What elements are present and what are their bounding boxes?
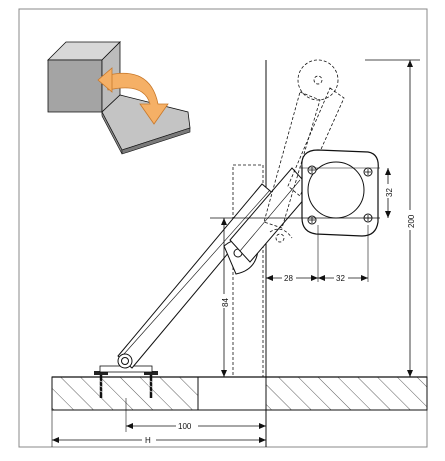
dimension-100: 100 (125, 398, 266, 432)
dimension-200: 200 (403, 60, 417, 377)
dimension-H: H (51, 410, 266, 447)
mounting-screw-right (144, 371, 158, 398)
dimension-200-label: 200 (407, 214, 416, 228)
dimension-84-label: 84 (221, 298, 230, 307)
dimension-32-vertical-label: 32 (385, 188, 394, 197)
dimension-84: 84 (217, 218, 231, 377)
drawing-frame (18, 8, 428, 448)
mounting-screw-left (94, 371, 108, 398)
hinge-mounting-plate (301, 149, 379, 237)
dimension-32-horizontal-label: 32 (336, 274, 345, 283)
dimension-H-label: H (145, 436, 151, 445)
bottom-board (51, 376, 428, 411)
dimension-32-vertical: 32 (381, 168, 395, 218)
dimension-32-horizontal: 32 (318, 272, 368, 283)
curved-arrow-icon (103, 72, 169, 125)
flap-opening-icon (47, 41, 191, 155)
dimension-100-label: 100 (178, 422, 192, 431)
dimension-28: 28 (266, 272, 318, 283)
dimension-28-label: 28 (284, 274, 293, 283)
stay-arm (117, 167, 313, 369)
